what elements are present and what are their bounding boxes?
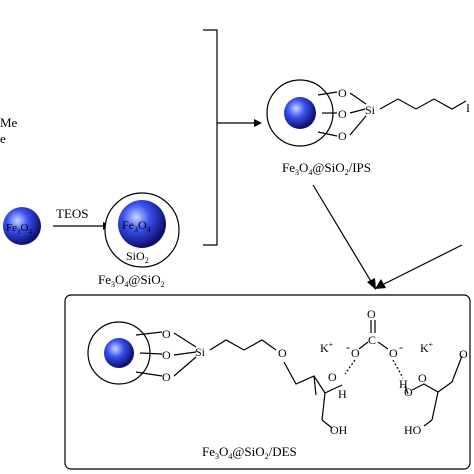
label-fe3o4-sio2-des: Fe3O4@SiO2/DES [202, 444, 297, 461]
des-cut-oh: O [459, 347, 468, 361]
merge-arrowhead [254, 119, 262, 127]
ips-cut-atom: I [466, 101, 470, 115]
svg-text:Fe3O4: Fe3O4 [122, 218, 151, 234]
svg-text:-: - [399, 340, 403, 354]
des-terminal-ho: HO [404, 423, 422, 437]
svg-text:O: O [162, 327, 171, 341]
des-hydroxyl-h: H [338, 387, 347, 401]
label-fe3o4-sio2-ips: Fe3O4@SiO2/IPS [282, 160, 371, 177]
svg-text:O: O [338, 86, 347, 100]
product-box [64, 294, 471, 470]
svg-text:O: O [162, 348, 171, 362]
fe3o4-sio2-particle: Fe3O4 SiO2 [104, 192, 180, 268]
svg-text:O: O [389, 346, 398, 360]
ips-si: Si [365, 103, 376, 117]
reagent-to-des-arrowhead [375, 279, 386, 289]
svg-text:O: O [338, 129, 347, 143]
fe3o4-sio2-ips-structure: O O O Si I [266, 79, 470, 147]
fe3o4-sio2-des-structure: O O O Si O O H OH K+ - O C O O - K+ H O … [87, 307, 468, 437]
carbonate-c: C [368, 333, 376, 347]
des-hydroxyl-h-2: H [399, 377, 408, 391]
left-fragment-e: e [0, 131, 6, 146]
left-fragment-me: Me [0, 115, 18, 130]
svg-text:O: O [338, 107, 347, 121]
ips-to-des-arrow [312, 184, 373, 284]
ips-to-des-arrowhead [367, 278, 376, 290]
potassium-ion-2: K+ [420, 340, 434, 355]
fe3o4-nanoparticle: Fe3O4 [3, 207, 41, 245]
des-terminal-oh: OH [330, 423, 348, 437]
svg-text:Fe3O4: Fe3O4 [6, 222, 32, 236]
reagent-to-des-arrow [383, 244, 463, 285]
svg-text:O: O [418, 371, 427, 385]
svg-text:-: - [346, 340, 350, 354]
merge-bracket [203, 29, 218, 246]
des-si: Si [195, 345, 206, 359]
svg-text:O: O [367, 307, 376, 321]
shell-label: SiO2 [126, 249, 149, 265]
svg-text:O: O [162, 370, 171, 384]
svg-text:O: O [404, 385, 413, 399]
potassium-ion-1: K+ [320, 340, 334, 355]
teos-label: TEOS [56, 206, 89, 221]
label-fe3o4-sio2: Fe3O4@SiO2 [98, 272, 165, 289]
svg-text:O: O [328, 370, 337, 384]
des-ether-o: O [278, 346, 287, 360]
np-fe: Fe [6, 222, 17, 234]
svg-text:O: O [351, 346, 360, 360]
